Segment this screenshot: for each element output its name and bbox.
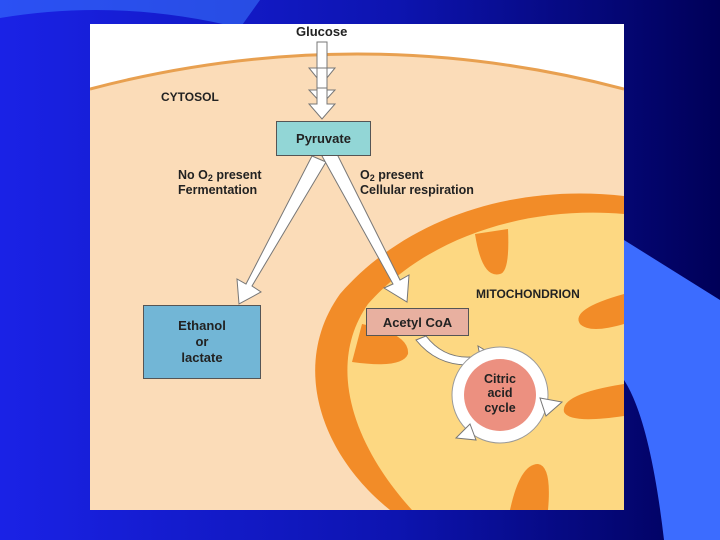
crista-top	[475, 229, 509, 275]
acetyl-coa-label: Acetyl CoA	[382, 314, 453, 330]
glucose-arrows	[307, 41, 337, 120]
pyruvate-box: Pyruvate	[276, 121, 371, 156]
ethanol-lactate-box: Ethanol or lactate	[143, 305, 261, 379]
crista-right	[563, 384, 624, 420]
pyruvate-label: Pyruvate	[296, 131, 351, 146]
citric-acid-cycle-label: Citric acid cycle	[484, 372, 516, 415]
glucose-label: Glucose	[296, 24, 348, 39]
crista-bottom	[510, 464, 549, 510]
decorative-sky-swoosh	[0, 0, 260, 28]
citric-cycle-center	[464, 359, 536, 431]
fermentation-label: Fermentation	[178, 183, 258, 198]
cell-membrane	[90, 52, 624, 91]
no-oxygen-label: No O2 present Fermentation	[178, 168, 262, 198]
cellular-respiration-label: Cellular respiration	[360, 183, 474, 198]
acetyl-coa-box: Acetyl CoA	[366, 308, 469, 336]
cycle-arrowhead-right	[539, 397, 564, 417]
fermentation-arrow	[236, 155, 327, 305]
oxygen-present-label: O2 present Cellular respiration	[360, 168, 474, 198]
metabolism-diagram: Glucose CYTOSOL Pyruvate No O2 present F…	[90, 24, 624, 510]
crista-upper-right	[578, 294, 624, 329]
cytosol-label: CYTOSOL	[161, 90, 219, 104]
decorative-right-band	[624, 240, 720, 540]
respiration-arrow	[321, 149, 410, 303]
mitochondrion-label: MITOCHONDRION	[476, 287, 580, 301]
cycle-arrowhead-left	[454, 423, 477, 441]
citric-acid-cycle	[451, 346, 564, 444]
